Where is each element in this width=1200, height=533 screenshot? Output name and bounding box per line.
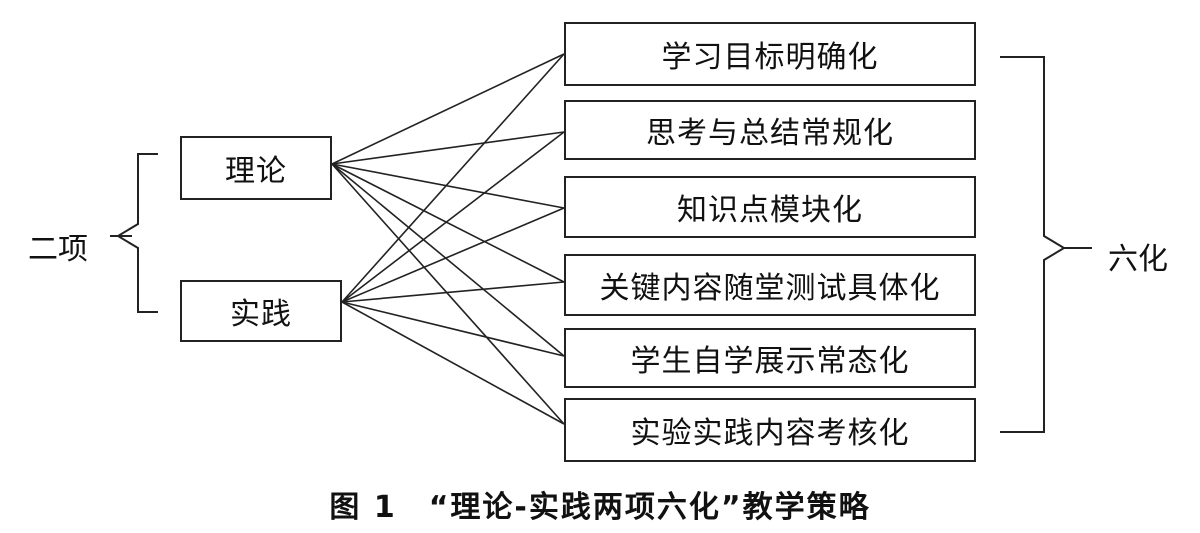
connector-2-4 — [341, 281, 565, 303]
connector-2-2 — [341, 131, 565, 303]
right-box-5: 学生自学展示常态化 — [564, 328, 976, 388]
right-box-1: 学习目标明确化 — [564, 22, 976, 86]
right-brace — [1000, 56, 1066, 433]
connector-lines — [331, 53, 565, 425]
right-box-3: 知识点模块化 — [564, 176, 976, 238]
connector-1-2 — [331, 131, 565, 165]
connector-1-3 — [331, 163, 565, 209]
left-brace — [116, 153, 158, 313]
left-box-theory: 理论 — [180, 136, 332, 200]
left-label: 二项 — [28, 232, 88, 267]
right-box-4: 关键内容随堂测试具体化 — [564, 254, 976, 316]
connector-1-1 — [331, 53, 565, 165]
connector-2-5 — [341, 301, 565, 357]
right-box-2: 思考与总结常规化 — [564, 100, 976, 160]
right-box-6: 实验实践内容考核化 — [564, 398, 976, 462]
connector-2-3 — [341, 207, 565, 303]
connector-1-4 — [331, 163, 565, 283]
right-label: 六化 — [1108, 242, 1168, 277]
connector-2-1 — [341, 53, 565, 303]
connector-1-6 — [331, 163, 565, 425]
connector-1-5 — [331, 163, 565, 357]
left-box-practice: 实践 — [180, 280, 342, 342]
figure-caption: 图 1 “理论-实践两项六化”教学策略 — [329, 490, 871, 525]
connector-2-6 — [341, 301, 565, 425]
